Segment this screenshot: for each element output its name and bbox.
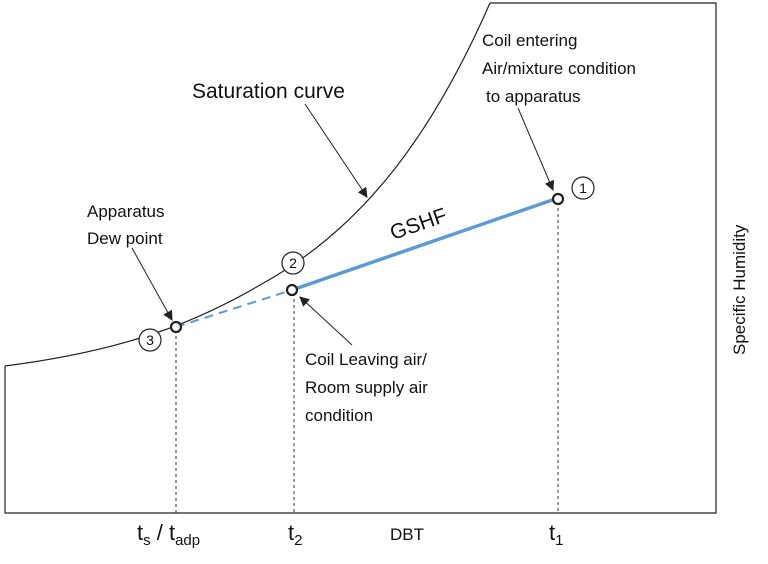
point-label-3: 3	[138, 328, 162, 352]
tick-t1-main: t	[549, 520, 555, 545]
point-label-2: 2	[281, 251, 305, 275]
state-point-3-marker	[169, 320, 183, 334]
x-axis-label: DBT	[390, 525, 424, 544]
label-coil-leaving-line2: Room supply air	[305, 378, 428, 397]
arrow-apparatus-dewpoint	[131, 247, 173, 321]
point-label-1: 1	[571, 176, 595, 200]
tick-tadp-sub: adp	[175, 532, 200, 549]
tick-t2-main: t	[288, 520, 294, 545]
process-line-gshf	[291, 196, 559, 292]
label-coil-entering-line2: Air/mixture condition	[482, 59, 636, 78]
point-label-2-text: 2	[289, 255, 297, 271]
tick-t1-sub: 1	[555, 532, 563, 549]
arrow-saturation-curve	[304, 103, 368, 198]
label-coil-entering-line3: to apparatus	[486, 87, 581, 106]
point-label-3-text: 3	[146, 332, 154, 348]
label-apparatus-line2: Dew point	[87, 229, 163, 248]
tick-t2: t2	[288, 520, 302, 549]
tick-ts-sub: s	[143, 532, 151, 549]
tick-t2-sub: 2	[294, 532, 302, 549]
arrow-coil-leaving	[299, 296, 353, 346]
tick-separator: /	[151, 520, 169, 545]
label-saturation-curve: Saturation curve	[192, 80, 345, 103]
tick-tadp-main: t	[169, 520, 175, 545]
process-line-dashed	[175, 289, 293, 328]
tick-ts-tadp: ts / tadp	[137, 520, 200, 549]
label-coil-leaving-line1: Coil Leaving air/	[305, 350, 427, 369]
state-point-2-marker	[285, 283, 299, 297]
tick-t1: t1	[549, 520, 563, 549]
chart-boundary	[4, 2, 717, 514]
label-apparatus-line1: Apparatus	[87, 202, 165, 221]
y-axis-label: Specific Humidity	[730, 224, 749, 355]
label-coil-entering-line1: Coil entering	[482, 31, 577, 50]
state-point-1-marker	[551, 192, 565, 206]
tick-ts-main: t	[137, 520, 143, 545]
saturation-curve	[4, 2, 491, 367]
point-label-1-text: 1	[579, 180, 587, 196]
arrow-coil-entering	[517, 107, 555, 191]
label-coil-leaving-line3: condition	[305, 406, 373, 425]
